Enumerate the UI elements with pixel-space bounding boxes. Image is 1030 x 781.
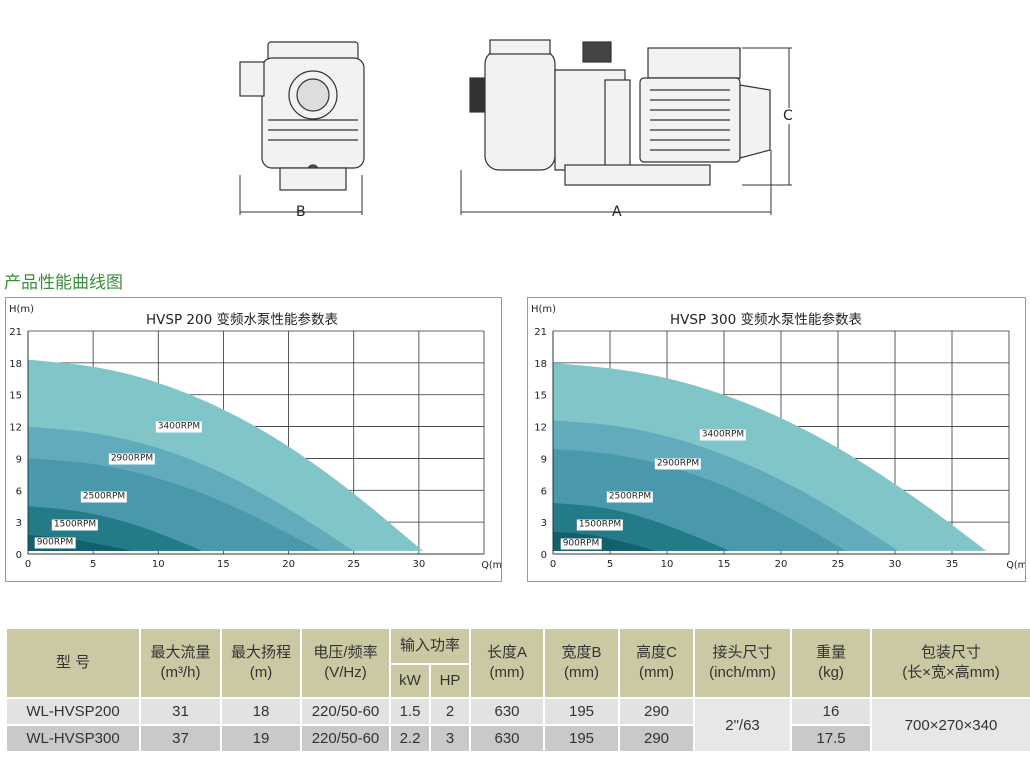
y-axis-label: H(m) [531,304,557,315]
y-tick-label: 18 [9,359,22,370]
y-tick-label: 18 [534,359,547,370]
header-width: 宽度B(mm) [545,629,618,697]
x-tick-label: 20 [775,559,788,570]
x-tick-label: 5 [607,559,613,570]
y-tick-label: 6 [16,486,22,497]
chart-title: HVSP 200 变频水泵性能参数表 [146,312,338,328]
pump-front-view [239,41,365,191]
chart-plot: 0 3 6 9 12 15 18 21 0 5 10 15 20 25 30 35 Q(m³/h) [534,327,1025,571]
x-tick-label: 30 [412,559,425,570]
series-label-2500: 2500RPM [606,491,654,503]
y-tick-label: 9 [541,454,547,465]
cell-model: WL-HVSP200 [7,699,139,724]
x-tick-label: 10 [152,559,165,570]
y-tick-label: 3 [16,518,22,529]
dimension-b-label: B [296,204,306,220]
cell-weight: 16 [792,699,870,724]
section-title: 产品性能曲线图 [4,273,123,293]
series-label-1500: 1500RPM [51,519,99,531]
chart-plot: 0 3 6 9 12 15 18 21 0 5 10 15 20 25 30 Q(m³/h) [9,327,501,571]
header-voltage: 电压/频率(V/Hz) [302,629,389,697]
header-length: 长度A(mm) [471,629,543,697]
x-axis-label: Q(m³/h) [1006,560,1025,571]
cell-height: 290 [620,726,693,751]
y-tick-label: 15 [9,391,22,402]
header-max-flow: 最大流量(m³/h) [141,629,220,697]
chart-hvsp300: 0 3 6 9 12 15 18 21 0 5 10 15 20 25 30 35 Q(m³/h) H(m) H… [527,297,1026,582]
x-tick-label: 25 [347,559,360,570]
table-row: WL-HVSP200 31 18 220/50-60 1.5 2 630 195… [7,699,1030,751]
series-label-3400: 3400RPM [155,421,203,433]
x-axis-label: Q(m³/h) [481,560,501,571]
series-label-2900: 2900RPM [108,453,156,465]
cell-kw: 2.2 [391,726,429,751]
y-tick-label: 12 [534,423,547,434]
pump-side-view [469,39,771,186]
cell-flow: 37 [141,726,220,751]
header-hp: HP [431,665,469,697]
x-tick-label: 35 [946,559,959,570]
chart-title: HVSP 300 变频水泵性能参数表 [670,312,862,328]
pump-drawings [239,39,792,215]
x-tick-label: 0 [550,559,556,570]
header-max-head: 最大扬程(m) [222,629,300,697]
header-height: 高度C(mm) [620,629,693,697]
y-tick-label: 9 [16,454,22,465]
cell-hp: 2 [431,699,469,724]
header-package: 包装尺寸(长×宽×高mm) [872,629,1030,697]
dimension-a-label: A [612,204,622,220]
dimension-c-label: C [783,108,793,124]
cell-voltage: 220/50-60 [302,699,389,724]
cell-connector: 2"/63 [695,699,790,751]
table-row: WL-HVSP300 37 19 220/50-60 2.2 3 630 195… [7,726,1030,751]
cell-length: 630 [471,726,543,751]
y-tick-label: 0 [541,550,547,561]
series-label-2500: 2500RPM [80,491,128,503]
y-tick-label: 0 [16,550,22,561]
y-tick-label: 21 [534,327,547,338]
y-tick-label: 15 [534,391,547,402]
x-tick-label: 0 [25,559,31,570]
cell-head: 19 [222,726,300,751]
cell-height: 290 [620,699,693,724]
series-label-2900: 2900RPM [654,458,702,470]
cell-width: 195 [545,726,618,751]
header-power: 输入功率 [391,629,469,663]
y-axis-label: H(m) [9,304,35,315]
cell-weight: 17.5 [792,726,870,751]
chart-hvsp200: 0 3 6 9 12 15 18 21 0 5 10 15 20 25 30 Q(m³/h) H(m) HVS… [5,297,502,582]
cell-package: 700×270×340 [872,699,1030,751]
series-label-3400: 3400RPM [699,429,747,441]
cell-length: 630 [471,699,543,724]
series-label-900: 900RPM [34,537,76,549]
cell-width: 195 [545,699,618,724]
series-label-1500: 1500RPM [576,519,624,531]
x-tick-label: 15 [718,559,731,570]
y-tick-label: 21 [9,327,22,338]
cell-hp: 3 [431,726,469,751]
x-tick-label: 10 [661,559,674,570]
x-tick-label: 15 [217,559,230,570]
dimension-lines [239,47,792,215]
spec-table: 型 号 最大流量(m³/h) 最大扬程(m) 电压/频率(V/Hz) 输入功率 … [5,627,1030,753]
y-tick-label: 12 [9,423,22,434]
series-label-900: 900RPM [560,538,602,550]
cell-kw: 1.5 [391,699,429,724]
x-tick-label: 25 [832,559,845,570]
x-tick-label: 20 [282,559,295,570]
header-weight: 重量(kg) [792,629,870,697]
cell-model: WL-HVSP300 [7,726,139,751]
header-connector: 接头尺寸(inch/mm) [695,629,790,697]
cell-head: 18 [222,699,300,724]
x-tick-label: 30 [889,559,902,570]
header-model: 型 号 [7,629,139,697]
x-tick-label: 5 [90,559,96,570]
cell-voltage: 220/50-60 [302,726,389,751]
y-tick-label: 6 [541,486,547,497]
y-tick-label: 3 [541,518,547,529]
header-kw: kW [391,665,429,697]
cell-flow: 31 [141,699,220,724]
